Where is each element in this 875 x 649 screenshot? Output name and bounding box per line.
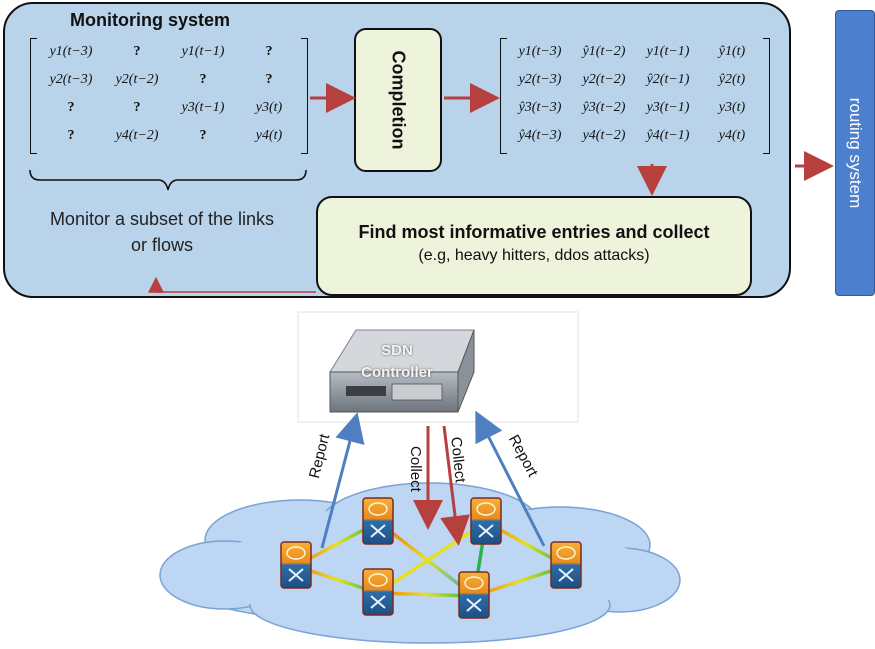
controller-ports (391, 383, 443, 401)
matrix-cell: y4(t−2) (582, 128, 626, 143)
matrix-cell: ? (133, 100, 141, 115)
matrix-row: ŷ3(t−3) ŷ3(t−2) y3(t−1) y3(t) (508, 94, 764, 122)
matrix-cell: y2(t−2) (582, 72, 626, 87)
matrix-cell: ? (67, 100, 75, 115)
matrix-cell: ŷ4(t−1) (646, 128, 690, 143)
matrix-cell: ? (67, 128, 75, 143)
report-arrow-left (320, 412, 365, 549)
panel-title: Monitoring system (70, 10, 231, 30)
matrix-cell: y4(t−2) (115, 128, 159, 143)
matrix-cell: y4(t) (718, 128, 746, 143)
find-informative-box: Find most informative entries and collec… (316, 196, 752, 296)
controller-line2: Controller (361, 364, 433, 381)
matrix-cell: y1(t−3) (518, 44, 562, 59)
matrix-row: y2(t−3) y2(t−2)?? (38, 66, 302, 94)
matrix-row: ? y4(t−2)? y4(t) (38, 122, 302, 150)
matrix-cell: y2(t−3) (49, 72, 93, 87)
switch-icon (362, 497, 394, 545)
matrix-row: y1(t−3) ŷ1(t−2) y1(t−1) ŷ1(t) (508, 38, 764, 66)
matrix-cell: y1(t−1) (181, 44, 225, 59)
find-title: Find most informative entries and collec… (358, 222, 710, 242)
matrix-cell: ŷ3(t−3) (518, 100, 562, 115)
matrix-cell: ŷ1(t) (718, 44, 746, 59)
matrix-row: ?? y3(t−1) y3(t) (38, 94, 302, 122)
monitor-subset-label: Monitor a subset of the links or flows (22, 206, 302, 258)
partial-matrix: y1(t−3)? y1(t−1)? y2(t−3) y2(t−2)???? y3(t−1… (30, 38, 308, 154)
matrix-cell: ŷ3(t−2) (582, 100, 626, 115)
switch-icon (280, 541, 312, 589)
matrix-cell: y4(t) (255, 128, 283, 143)
matrix-cell: ? (265, 44, 273, 59)
matrix-cell: ? (199, 128, 207, 143)
report-arrow-right (475, 410, 546, 547)
matrix-cell: y1(t−3) (49, 44, 93, 59)
switch-icon (470, 497, 502, 545)
matrix-cell: y2(t−2) (115, 72, 159, 87)
matrix-row: y1(t−3)? y1(t−1)? (38, 38, 302, 66)
matrix-cell: y3(t) (255, 100, 283, 115)
matrix-cell: ŷ1(t−2) (582, 44, 626, 59)
matrix-cell: y1(t−1) (646, 44, 690, 59)
switch-icon (458, 571, 490, 619)
matrix-cell: ŷ2(t−1) (646, 72, 690, 87)
matrix-row: y2(t−3) y2(t−2) ŷ2(t−1) ŷ2(t) (508, 66, 764, 94)
find-subtitle: (e.g, heavy hitters, ddos attacks) (418, 247, 650, 264)
matrix-cell: ? (133, 44, 141, 59)
matrix-cell: ? (199, 72, 207, 87)
matrix-cell: ŷ2(t) (718, 72, 746, 87)
matrix-cell: ŷ4(t−3) (518, 128, 562, 143)
matrix-cell: y2(t−3) (518, 72, 562, 87)
controller-vent-left (346, 386, 386, 396)
controller-line1: SDN (381, 342, 413, 359)
switch-icon (362, 568, 394, 616)
monitor-label-line2: or flows (130, 235, 193, 255)
sdn-controller-label: SDN Controller (352, 340, 442, 384)
matrix-cell: y3(t−1) (646, 100, 690, 115)
matrix-cell: y3(t) (718, 100, 746, 115)
controller-side (457, 329, 475, 413)
completed-matrix: y1(t−3) ŷ1(t−2) y1(t−1) ŷ1(t) y2(t−3) y2(t−2)… (500, 38, 770, 154)
monitor-label-line1: Monitor a subset of the links (49, 209, 275, 229)
collect-arrow-right (440, 425, 470, 546)
collect-label-left: Collect (407, 446, 424, 492)
matrix-cell: y3(t−1) (181, 100, 225, 115)
matrix-row: ŷ4(t−3) y4(t−2) ŷ4(t−1) y4(t) (508, 122, 764, 150)
feedback-arrow (148, 276, 316, 293)
matrix-cell: ? (265, 72, 273, 87)
completion-box: Completion (354, 28, 442, 172)
switch-icon (550, 541, 582, 589)
